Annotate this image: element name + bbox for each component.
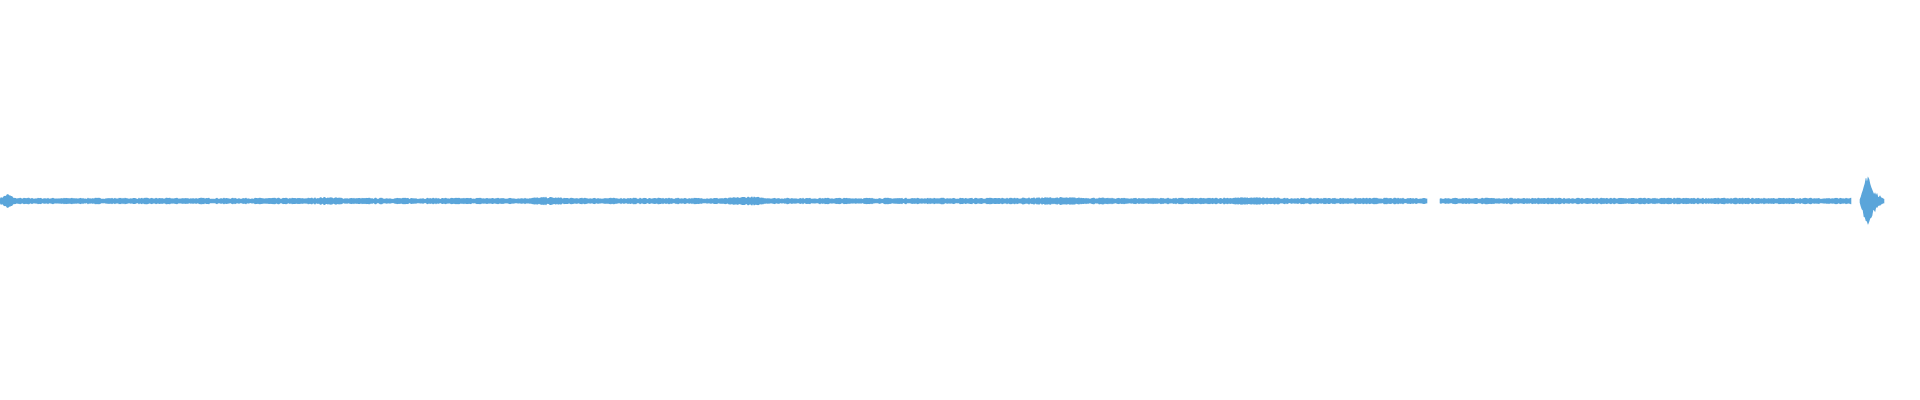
waveform-segment xyxy=(0,194,1428,208)
waveform-segment xyxy=(1859,176,1885,225)
waveform-trace xyxy=(0,176,1885,225)
waveform-segment xyxy=(1439,197,1852,205)
